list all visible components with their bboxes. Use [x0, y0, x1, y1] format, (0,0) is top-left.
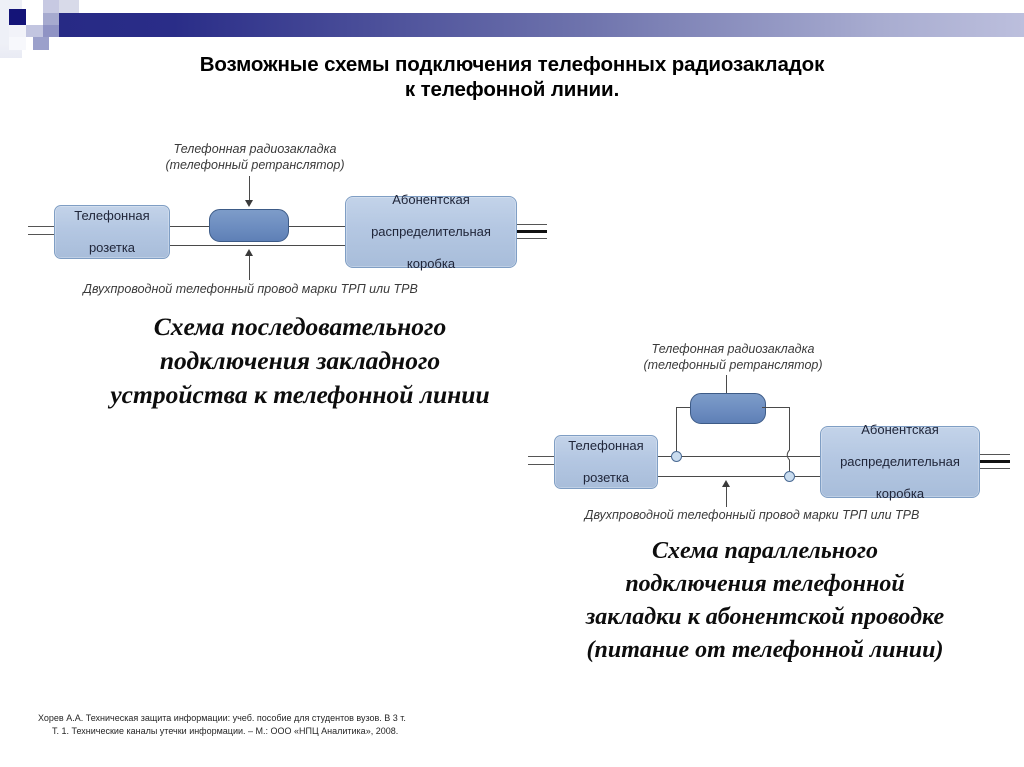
parallel-caption-line-3: закладки к абонентской проводке: [585, 604, 945, 630]
series-right-cable: [517, 224, 547, 242]
header-decoration: [0, 0, 1024, 58]
series-distribution-label-line-1: Абонентская: [392, 192, 470, 207]
parallel-connection-diagram: Телефонная радиозакладка (телефонный рет…: [500, 330, 1024, 530]
parallel-repeater-note-line-1: Телефонная радиозакладка: [651, 342, 815, 356]
series-repeater-box: [209, 209, 289, 242]
series-distribution-box: Абонентская распределительная коробка: [345, 192, 517, 271]
parallel-repeater-note-line-2: (телефонный ретранслятор): [643, 357, 823, 372]
series-caption-line-1: Схема последовательного: [153, 312, 447, 341]
parallel-distribution-box: Абонентская распределительная коробка: [820, 422, 980, 501]
series-socket-label-line-1: Телефонная: [74, 208, 150, 223]
series-caption: Схема последовательного подключения закл…: [40, 310, 560, 412]
parallel-caption-line-4: (питание от телефонной линии): [586, 637, 944, 663]
page-title-line-1: Возможные схемы подключения телефонных р…: [199, 53, 825, 76]
parallel-wire-note-leader-line: [726, 487, 727, 507]
parallel-note-leader-line: [726, 375, 727, 397]
series-distribution-label-line-3: коробка: [406, 256, 456, 271]
source-citation-line-1: Хорев А.А. Техническая защита информации…: [38, 713, 406, 723]
parallel-wire-upper: [658, 456, 820, 457]
parallel-telephone-socket-box: Телефонная розетка: [554, 435, 658, 489]
parallel-repeater-box: [690, 393, 766, 424]
parallel-right-cable: [980, 454, 1010, 472]
parallel-tap-node-lower: [784, 471, 795, 482]
parallel-wire-note-arrow-up-icon: [722, 480, 730, 487]
parallel-distribution-label-line-2: распределительная: [840, 454, 960, 469]
series-repeater-note: Телефонная радиозакладка (телефонный рет…: [130, 142, 380, 173]
series-note-leader-line: [249, 176, 250, 202]
parallel-tap-branch-left-vertical: [676, 407, 677, 456]
parallel-caption-line-1: Схема параллельного: [651, 538, 878, 564]
series-repeater-note-line-1: Телефонная радиозакладка: [173, 142, 337, 156]
series-distribution-label-line-2: распределительная: [371, 224, 491, 239]
parallel-socket-label-line-2: розетка: [582, 470, 630, 485]
parallel-wire-note: Двухпроводной телефонный провод марки ТР…: [552, 508, 952, 524]
source-citation-line-2: Т. 1. Технические каналы утечки информац…: [52, 726, 399, 736]
parallel-left-cable: [528, 456, 556, 468]
parallel-wire-note-text: Двухпроводной телефонный провод марки ТР…: [584, 508, 920, 522]
series-note-arrow-down-icon: [245, 200, 253, 207]
parallel-wire-crossing-hop-icon: [786, 444, 790, 466]
series-wire-note-text: Двухпроводной телефонный провод марки ТР…: [83, 282, 418, 296]
series-connection-diagram: Телефонная радиозакладка (телефонный рет…: [0, 0, 600, 310]
parallel-tap-branch-right-vertical-upper: [789, 407, 790, 444]
series-wire-repeater-to-box: [289, 226, 345, 227]
series-caption-line-3: устройства к телефонной линии: [110, 380, 490, 409]
series-wire-note-leader-line: [249, 256, 250, 280]
parallel-distribution-label-line-3: коробка: [875, 486, 925, 501]
parallel-caption: Схема параллельного подключения телефонн…: [510, 535, 1020, 667]
parallel-tap-branch-right-horizontal: [762, 407, 790, 408]
parallel-tap-node-upper: [671, 451, 682, 462]
series-telephone-socket-box: Телефонная розетка: [54, 205, 170, 259]
parallel-wire-lower: [658, 476, 820, 477]
series-repeater-note-line-2: (телефонный ретранслятор): [165, 157, 345, 172]
series-caption-line-2: подключения закладного: [159, 346, 441, 375]
parallel-tap-branch-left-horizontal: [676, 407, 700, 408]
parallel-distribution-label-line-1: Абонентская: [861, 422, 939, 437]
parallel-repeater-note: Телефонная радиозакладка (телефонный рет…: [608, 342, 858, 373]
series-wire-lower: [170, 245, 345, 246]
series-wire-socket-to-repeater: [170, 226, 209, 227]
parallel-caption-line-2: подключения телефонной: [625, 571, 905, 597]
source-citation: Хорев А.А. Техническая защита информации…: [38, 712, 738, 738]
series-wire-note-arrow-up-icon: [245, 249, 253, 256]
page-title: Возможные схемы подключения телефонных р…: [60, 52, 964, 102]
series-left-cable: [28, 226, 56, 238]
parallel-socket-label-line-1: Телефонная: [568, 438, 644, 453]
blue-gradient-bar-icon: [0, 0, 1024, 58]
page-title-line-2: к телефонной линии.: [404, 78, 620, 101]
series-socket-label-line-2: розетка: [88, 240, 136, 255]
series-wire-note: Двухпроводной телефонный провод марки ТР…: [58, 282, 443, 298]
